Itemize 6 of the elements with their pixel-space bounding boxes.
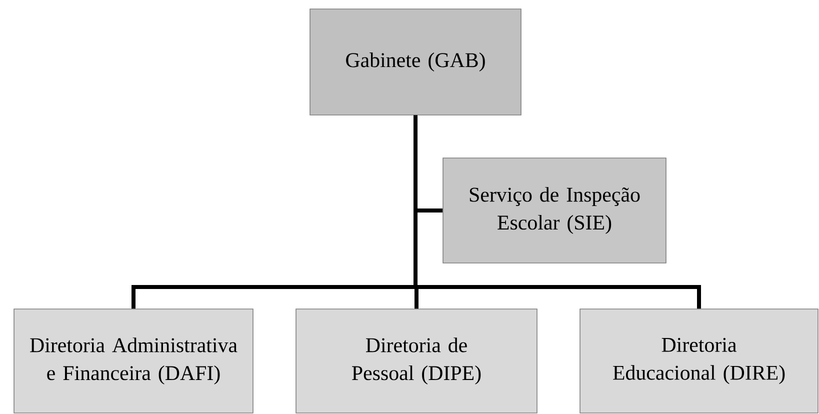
org-box: Diretoria Administrativa e Financeira (DAFI) [14,308,254,414]
org-box: Gabinete (GAB) [310,8,522,116]
org-box: Diretoria de Pessoal (DIPE) [296,308,538,414]
org-box: Diretoria Educacional (DIRE) [580,308,818,414]
org-box: Serviço de Inspeção Escolar (SIE) [442,158,666,264]
connector-line [414,115,701,309]
